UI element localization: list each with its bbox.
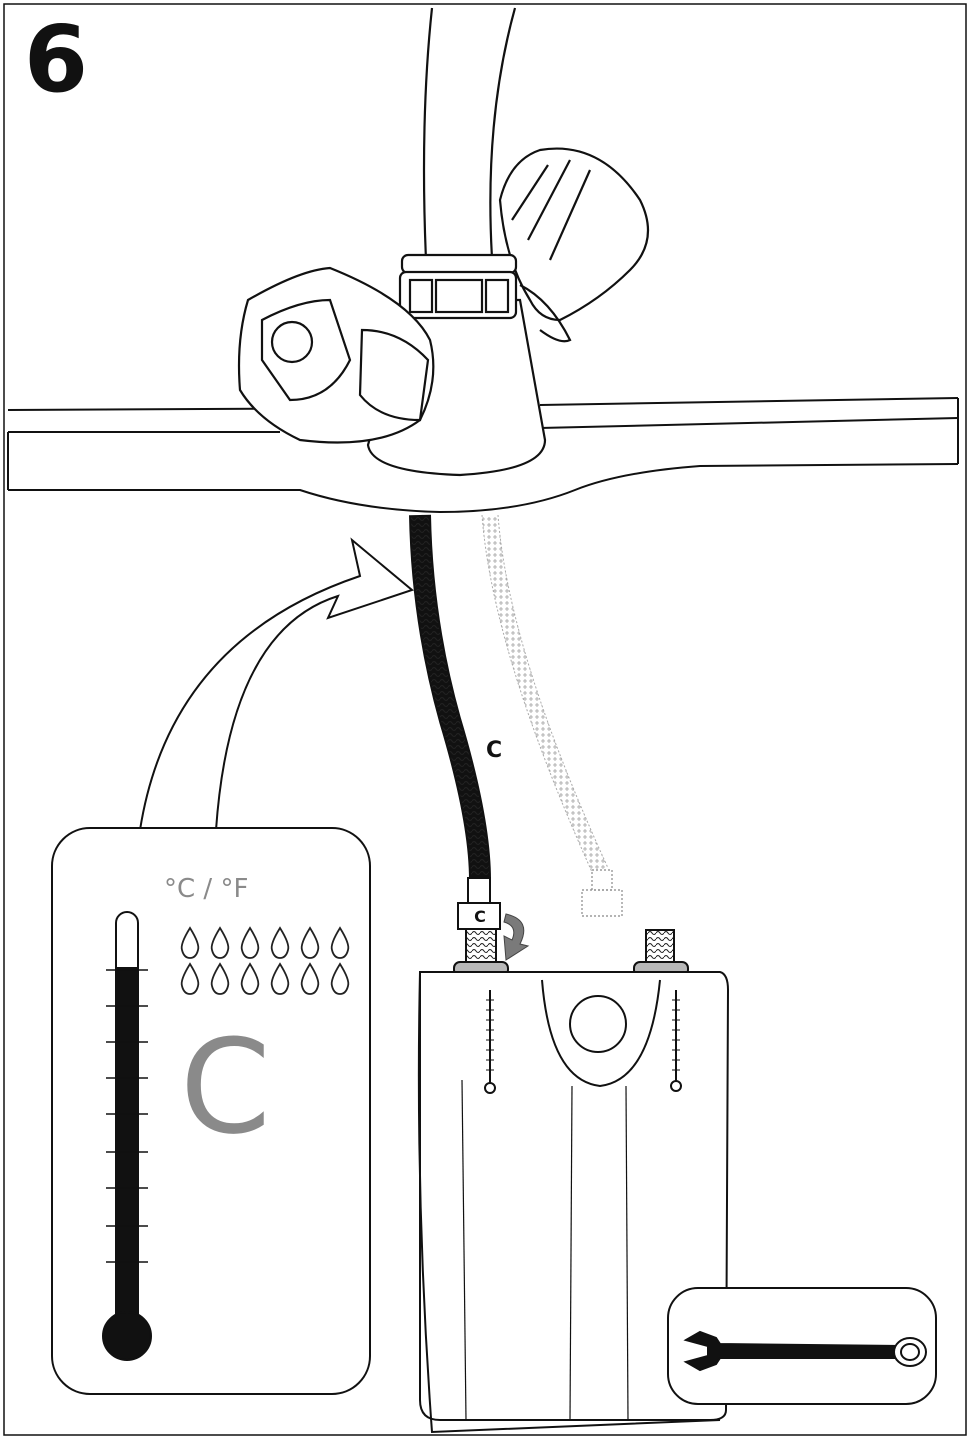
water-drop-icon — [240, 926, 260, 959]
water-drop-icon — [180, 962, 200, 995]
water-drop-icon — [210, 926, 230, 959]
callout-arrow — [139, 537, 415, 831]
water-drop-icon — [270, 962, 290, 995]
water-drop-icon — [330, 926, 350, 959]
alternate-hose — [481, 514, 623, 917]
outlet-fitting — [633, 929, 689, 977]
rotate-arrow-icon — [503, 913, 530, 961]
water-drop-icon — [180, 926, 200, 959]
step-number: 6 — [24, 6, 89, 113]
water-drops — [180, 926, 350, 995]
water-drop-icon — [270, 926, 290, 959]
panel-letter-label: C — [180, 1011, 271, 1163]
water-drop-icon — [300, 926, 320, 959]
hose-label: C — [486, 738, 503, 763]
page-border — [3, 3, 967, 1436]
water-drop-icon — [330, 962, 350, 995]
water-drop-icon — [240, 962, 260, 995]
temperature-units-label: °C / °F — [164, 874, 249, 904]
water-drop-icon — [210, 962, 230, 995]
wrench-icon — [683, 1330, 927, 1372]
faucet — [237, 7, 650, 477]
thermometer-icon — [102, 911, 152, 1361]
heater-scale-ticks — [486, 999, 680, 1071]
braided-hose — [409, 514, 491, 905]
water-drop-icon — [300, 962, 320, 995]
water-heater — [417, 971, 730, 1434]
nut-label: C — [474, 907, 486, 926]
